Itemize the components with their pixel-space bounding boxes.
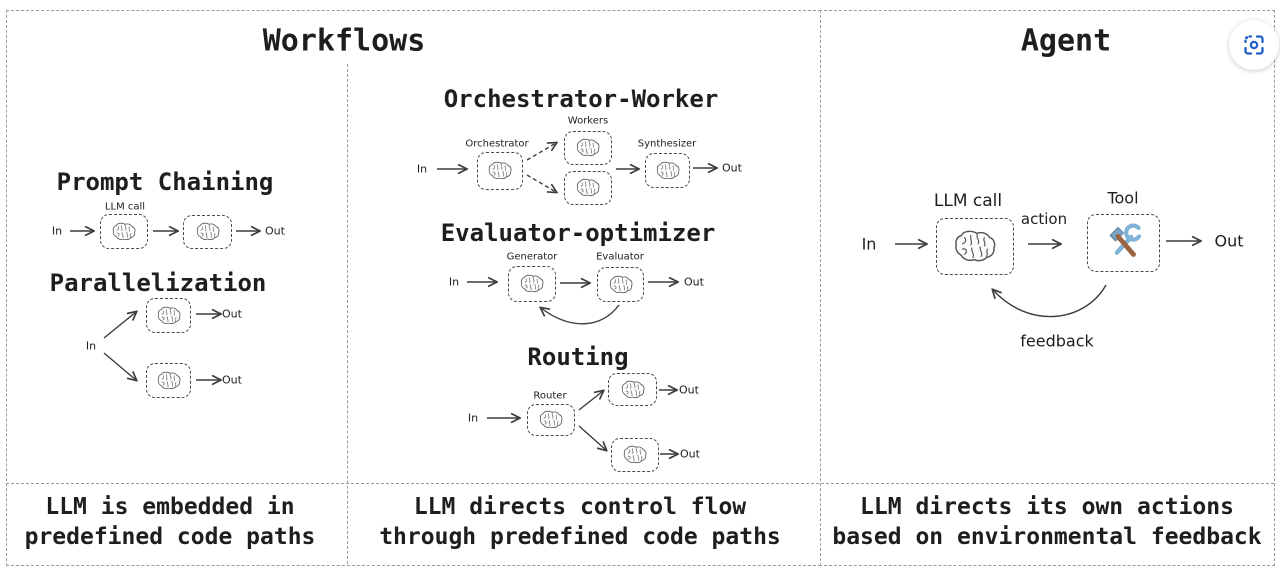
brain-icon (575, 178, 601, 198)
parallelization-title: Parallelization (49, 269, 267, 297)
agent-title: Agent (1020, 23, 1112, 59)
brain-icon (487, 161, 513, 181)
router-label: Router (533, 390, 567, 402)
llm-call-label: LLM call (104, 201, 146, 213)
brain-icon (519, 274, 545, 294)
caption-line: based on environmental feedback (832, 524, 1262, 550)
in-label: In (861, 234, 877, 254)
parallelization-llm-box-2 (146, 363, 191, 398)
tool-label: Tool (1107, 188, 1139, 208)
in-label: In (85, 339, 97, 353)
router-box (527, 404, 575, 436)
in-label: In (448, 275, 460, 289)
workflows-caption-left: LLM is embedded in predefined code paths (25, 492, 316, 552)
out-label: Out (222, 307, 242, 321)
generator-label: Generator (506, 251, 558, 263)
brain-icon (952, 229, 998, 265)
routing-title: Routing (527, 343, 629, 371)
brain-icon (655, 161, 681, 181)
brain-icon (538, 410, 564, 430)
synthesizer-box (645, 153, 690, 188)
agent-caption: LLM directs its own actions based on env… (832, 492, 1261, 552)
orchestrator-worker-title: Orchestrator-Worker (443, 85, 719, 113)
orchestrator-label: Orchestrator (465, 138, 529, 150)
agent-llm-box (936, 218, 1014, 275)
workflows-panel (6, 10, 821, 566)
screenshot-capture-icon (1244, 35, 1264, 55)
brain-icon (111, 222, 137, 242)
in-label: In (467, 411, 479, 425)
caption-line: LLM is embedded in (45, 494, 295, 520)
brain-icon (622, 445, 648, 465)
workflows-inner-divider (347, 64, 348, 564)
out-label: Out (1214, 231, 1244, 251)
caption-line: LLM directs its own actions (860, 494, 1234, 520)
evaluator-label: Evaluator (596, 251, 644, 263)
prompt-chaining-llm-box-2 (183, 215, 232, 249)
workers-label: Workers (567, 115, 609, 127)
route-box-2 (611, 438, 659, 472)
generator-box (508, 266, 556, 302)
in-label: In (416, 162, 428, 176)
feedback-label: feedback (1020, 331, 1094, 351)
out-label: Out (222, 373, 242, 387)
caption-divider (6, 483, 1274, 484)
out-label: Out (265, 224, 285, 238)
evaluator-optimizer-title: Evaluator-optimizer (440, 219, 716, 247)
synthesizer-label: Synthesizer (637, 138, 697, 150)
parallelization-llm-box-1 (146, 298, 191, 333)
screenshot-capture-button[interactable] (1229, 20, 1279, 70)
brain-icon (156, 371, 182, 391)
worker-box-1 (564, 131, 612, 165)
agent-panel (819, 10, 1275, 566)
brain-icon (608, 275, 634, 295)
orchestrator-box (477, 152, 523, 190)
out-label: Out (679, 383, 699, 397)
action-label: action (1020, 210, 1068, 228)
out-label: Out (680, 447, 700, 461)
agent-tool-box (1087, 214, 1160, 272)
caption-line: predefined code paths (24, 524, 316, 550)
in-label: In (51, 224, 63, 238)
route-box-1 (608, 373, 657, 406)
evaluator-box (597, 267, 644, 302)
prompt-chaining-llm-box-1 (100, 214, 148, 249)
prompt-chaining-title: Prompt Chaining (56, 168, 274, 196)
workflows-title: Workflows (262, 23, 426, 59)
caption-line: through predefined code paths (379, 524, 781, 550)
hammer-and-wrench-icon (1104, 223, 1144, 263)
brain-icon (195, 222, 221, 242)
brain-icon (620, 380, 646, 400)
out-label: Out (684, 275, 704, 289)
caption-line: LLM directs control flow (413, 494, 747, 520)
worker-box-2 (564, 171, 612, 205)
workflows-caption-middle: LLM directs control flow through predefi… (379, 492, 781, 552)
brain-icon (575, 138, 601, 158)
brain-icon (156, 306, 182, 326)
llm-call-label: LLM call (933, 191, 1003, 211)
out-label: Out (722, 161, 742, 175)
